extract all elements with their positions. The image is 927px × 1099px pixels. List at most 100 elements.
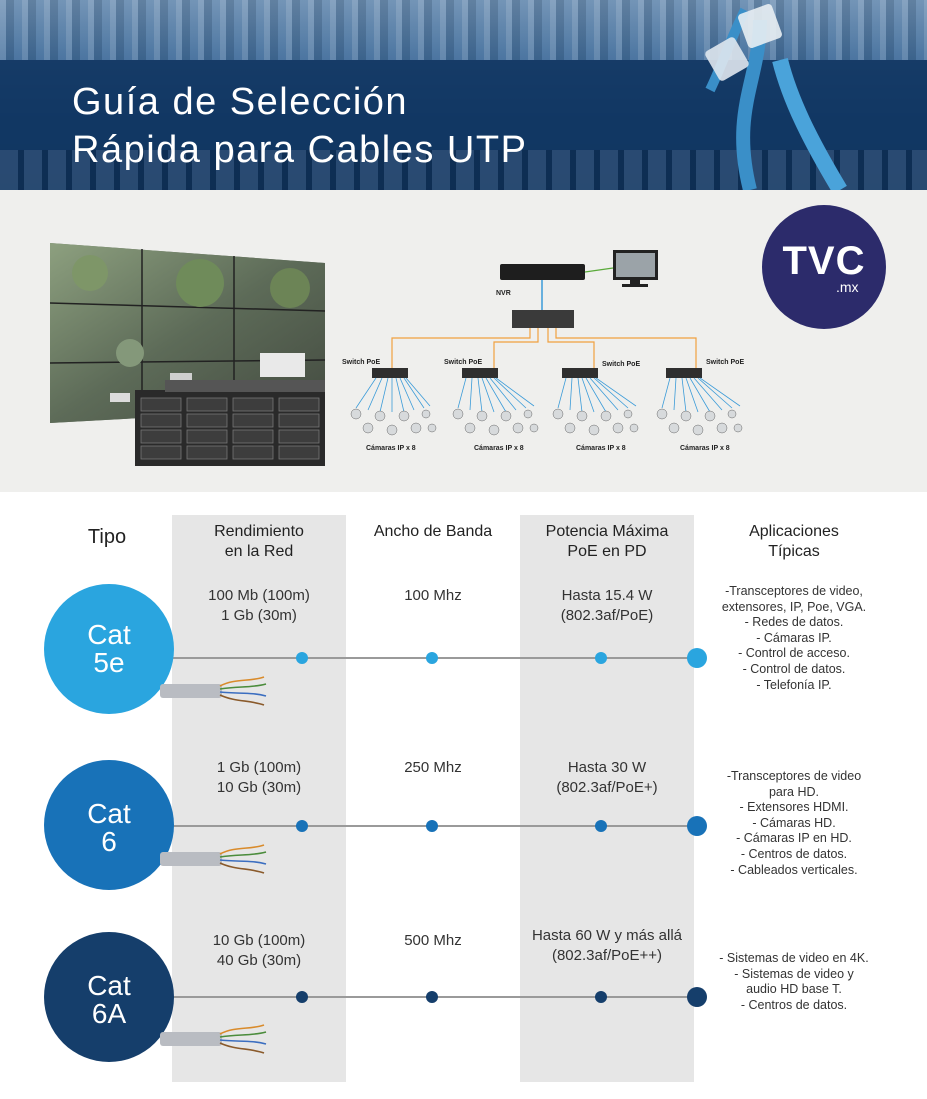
cell-text: 1 Gb (100m) xyxy=(216,759,302,776)
switch-label-3: Switch PoE xyxy=(602,361,640,368)
cameras-label-2: Cámaras IP x 8 xyxy=(474,445,524,452)
row-end-dot xyxy=(687,816,707,836)
nvr-label: NVR xyxy=(496,290,511,297)
application-item: extensores, IP, Poe, VGA. xyxy=(721,599,867,614)
poe-switch-icon-4 xyxy=(666,368,702,378)
column-background-rendimiento xyxy=(172,515,346,1082)
header-banner: Guía de Selección Rápida para Cables UTP xyxy=(0,0,927,190)
video-wall-image xyxy=(50,243,325,423)
cell-potencia-cat5e: Hasta 15.4 W (802.3af/PoE) xyxy=(520,586,694,626)
cable-icon-cat6a xyxy=(160,1024,267,1054)
header-rendimiento-line-1: Rendimiento xyxy=(214,523,304,540)
cell-text: Hasta 15.4 W xyxy=(561,587,653,604)
cell-rendimiento-cat6: 1 Gb (100m) 10 Gb (30m) xyxy=(172,758,346,798)
page-title-line-1: Guía de Selección xyxy=(72,81,409,123)
column-background-potencia xyxy=(520,515,694,1082)
row-dot xyxy=(595,820,607,832)
logo-text: TVC xyxy=(782,239,866,283)
type-badge-line-2: 6A xyxy=(91,998,127,1029)
switch-label-2: Switch PoE xyxy=(444,359,482,366)
switch-label-4: Switch PoE xyxy=(706,359,744,366)
switch-label-1: Switch PoE xyxy=(342,359,380,366)
tvc-logo: TVC .mx xyxy=(762,205,886,329)
row-end-dot xyxy=(687,987,707,1007)
application-item: - Extensores HDMI. xyxy=(739,800,849,815)
header-rendimiento-line-2: en la Red xyxy=(224,543,294,560)
cell-ancho-cat6a: 500 Mhz xyxy=(404,932,462,949)
application-item: audio HD base T. xyxy=(746,982,842,997)
type-badge-cat6: Cat 6 xyxy=(44,760,174,890)
cell-ancho-cat5e: 100 Mhz xyxy=(404,587,462,604)
header-potencia-line-2: PoE en PD xyxy=(567,543,647,560)
application-item: para HD. xyxy=(768,784,820,799)
cell-text: Hasta 30 W xyxy=(567,759,647,776)
application-item: - Redes de datos. xyxy=(744,615,844,630)
cell-text: (802.3af/PoE+) xyxy=(556,779,658,796)
poe-switch-icon-3 xyxy=(562,368,598,378)
row-end-dot xyxy=(687,648,707,668)
application-item: - Control de acceso. xyxy=(738,646,850,661)
row-dot xyxy=(426,820,438,832)
cable-icon-cat5e xyxy=(160,676,267,706)
network-diagram: NVR Switch PoE Switch PoE Switch PoE Swi… xyxy=(342,250,744,452)
title-band xyxy=(0,60,927,190)
row-dot xyxy=(296,991,308,1003)
row-line-cat6a xyxy=(145,996,697,998)
row-dot xyxy=(595,991,607,1003)
main-switch-icon xyxy=(512,310,574,328)
cell-text: 10 Gb (30m) xyxy=(216,779,302,796)
header-potencia: Potencia Máxima PoE en PD xyxy=(520,522,694,562)
type-badge-line-2: 6 xyxy=(101,826,117,857)
logo-suffix: .mx xyxy=(836,279,859,295)
applications-cat5e: -Transceptores de video, extensores, IP,… xyxy=(694,584,894,693)
cell-text: 10 Gb (100m) xyxy=(212,932,306,949)
type-badge-line-2: 5e xyxy=(93,647,125,678)
row-dot xyxy=(296,820,308,832)
header-rendimiento: Rendimiento en la Red xyxy=(172,522,346,562)
application-item: - Sistemas de video en 4K. xyxy=(719,951,869,965)
application-item: - Sistemas de video y xyxy=(734,966,854,981)
cell-rendimiento-cat6a: 10 Gb (100m) 40 Gb (30m) xyxy=(172,931,346,971)
application-item: - Telefonía IP. xyxy=(756,677,832,692)
cell-text: (802.3af/PoE++) xyxy=(551,947,663,964)
row-dot xyxy=(426,991,438,1003)
application-item: - Centros de datos. xyxy=(740,997,848,1012)
application-item: -Transceptores de video, xyxy=(725,584,863,598)
applications-cat6a: - Sistemas de video en 4K. - Sistemas de… xyxy=(694,951,894,1013)
application-item: -Transceptores de video xyxy=(726,769,862,783)
page-title: Guía de Selección Rápida para Cables UTP xyxy=(72,78,527,174)
poe-switch-icon-1 xyxy=(372,368,408,378)
header-potencia-line-1: Potencia Máxima xyxy=(545,523,669,540)
cell-text: 40 Gb (30m) xyxy=(216,952,302,969)
cable-icon-cat6 xyxy=(160,844,267,874)
application-item: - Cámaras IP. xyxy=(756,630,832,645)
header-tipo: Tipo xyxy=(87,526,127,548)
row-dot xyxy=(426,652,438,664)
row-line-cat5e xyxy=(145,657,697,659)
type-badge-line-1: Cat xyxy=(87,798,131,829)
nvr-icon xyxy=(500,264,585,280)
type-badge-cat6a: Cat 6A xyxy=(44,932,174,1062)
application-item: - Control de datos. xyxy=(742,661,846,676)
cameras-label-3: Cámaras IP x 8 xyxy=(576,445,626,452)
row-dot xyxy=(595,652,607,664)
row-dot xyxy=(296,652,308,664)
cell-text: (802.3af/PoE) xyxy=(560,607,654,624)
header-aplicaciones-line-1: Aplicaciones xyxy=(749,523,839,540)
ethernet-cable-icon xyxy=(705,4,847,190)
patch-panel-ports xyxy=(0,150,927,190)
type-badge-line-1: Cat xyxy=(87,619,131,650)
cameras-label-4: Cámaras IP x 8 xyxy=(680,445,730,452)
application-item: - Cableados verticales. xyxy=(730,862,858,877)
cell-text: Hasta 60 W y más allá xyxy=(531,927,683,944)
applications-cat6: -Transceptores de video para HD. - Exten… xyxy=(694,769,894,878)
poe-switch-icon-2 xyxy=(462,368,498,378)
application-item: - Centros de datos. xyxy=(740,846,848,861)
header-aplicaciones: Aplicaciones Típicas xyxy=(700,522,888,562)
cameras-label-1: Cámaras IP x 8 xyxy=(366,445,416,452)
cell-rendimiento-cat5e: 100 Mb (100m) 1 Gb (30m) xyxy=(172,586,346,626)
header-ancho-de-banda: Ancho de Banda xyxy=(373,523,493,540)
page-title-line-2: Rápida para Cables UTP xyxy=(72,129,528,171)
application-item: - Cámaras IP en HD. xyxy=(736,831,852,846)
type-badge-line-1: Cat xyxy=(87,970,131,1001)
